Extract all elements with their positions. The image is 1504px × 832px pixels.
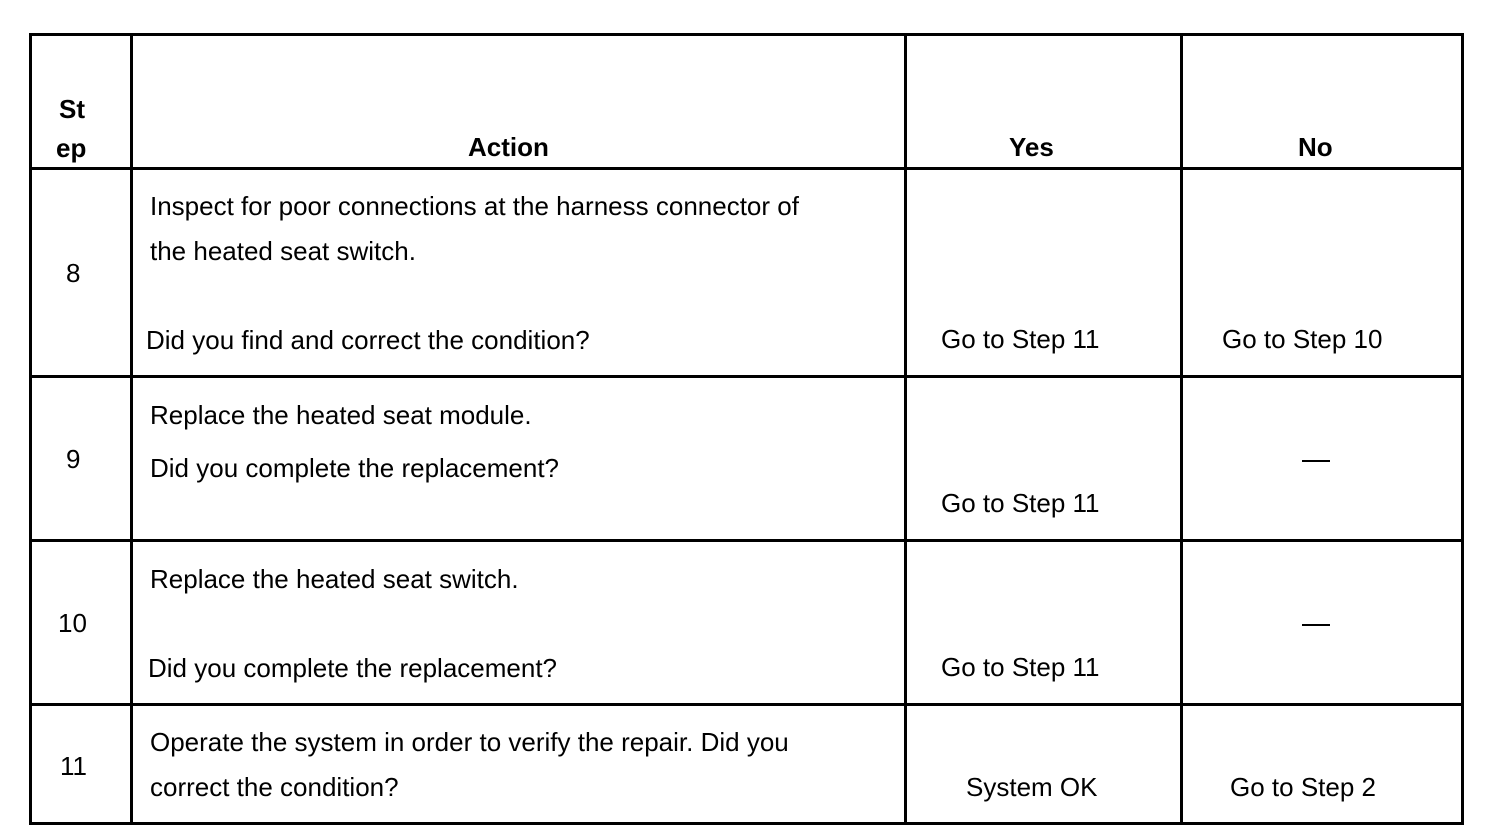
table-border-bottom <box>29 822 1464 825</box>
no-result-dash <box>1302 624 1330 626</box>
step-number: 8 <box>66 258 81 288</box>
action-question: Did you complete the replacement? <box>148 653 558 683</box>
action-question: Did you complete the replacement? <box>150 453 560 483</box>
no-result: Go to Step 2 <box>1230 772 1376 802</box>
table-border-right <box>1461 33 1464 825</box>
row-divider <box>29 703 1464 706</box>
header-step-line1: St <box>59 94 85 124</box>
action-question: Did you find and correct the condition? <box>146 325 590 355</box>
header-divider <box>29 167 1464 170</box>
row-divider <box>29 539 1464 542</box>
action-text: Replace the heated seat module. <box>150 400 532 430</box>
yes-result: Go to Step 11 <box>941 324 1100 354</box>
header-step-line2: ep <box>56 133 87 163</box>
column-divider <box>130 33 133 825</box>
action-text: correct the condition? <box>150 772 399 802</box>
header-action: Action <box>468 132 549 162</box>
yes-result: Go to Step 11 <box>941 488 1100 518</box>
yes-result: Go to Step 11 <box>941 652 1100 682</box>
no-result-dash <box>1302 460 1330 462</box>
step-number: 9 <box>66 444 81 474</box>
action-text: Operate the system in order to verify th… <box>150 727 789 757</box>
action-text: the heated seat switch. <box>150 236 416 266</box>
column-divider <box>904 33 907 825</box>
action-text: Replace the heated seat switch. <box>150 564 519 594</box>
action-text: Inspect for poor connections at the harn… <box>150 191 799 221</box>
no-result: Go to Step 10 <box>1222 324 1383 354</box>
yes-result: System OK <box>966 772 1098 802</box>
step-number: 10 <box>58 608 87 638</box>
column-divider <box>1180 33 1183 825</box>
header-yes: Yes <box>1009 132 1054 162</box>
table-border-top <box>29 33 1464 36</box>
header-no: No <box>1298 132 1333 162</box>
table-border-left <box>29 33 32 825</box>
row-divider <box>29 375 1464 378</box>
step-number: 11 <box>60 751 87 781</box>
diagnostic-table <box>29 33 1464 825</box>
